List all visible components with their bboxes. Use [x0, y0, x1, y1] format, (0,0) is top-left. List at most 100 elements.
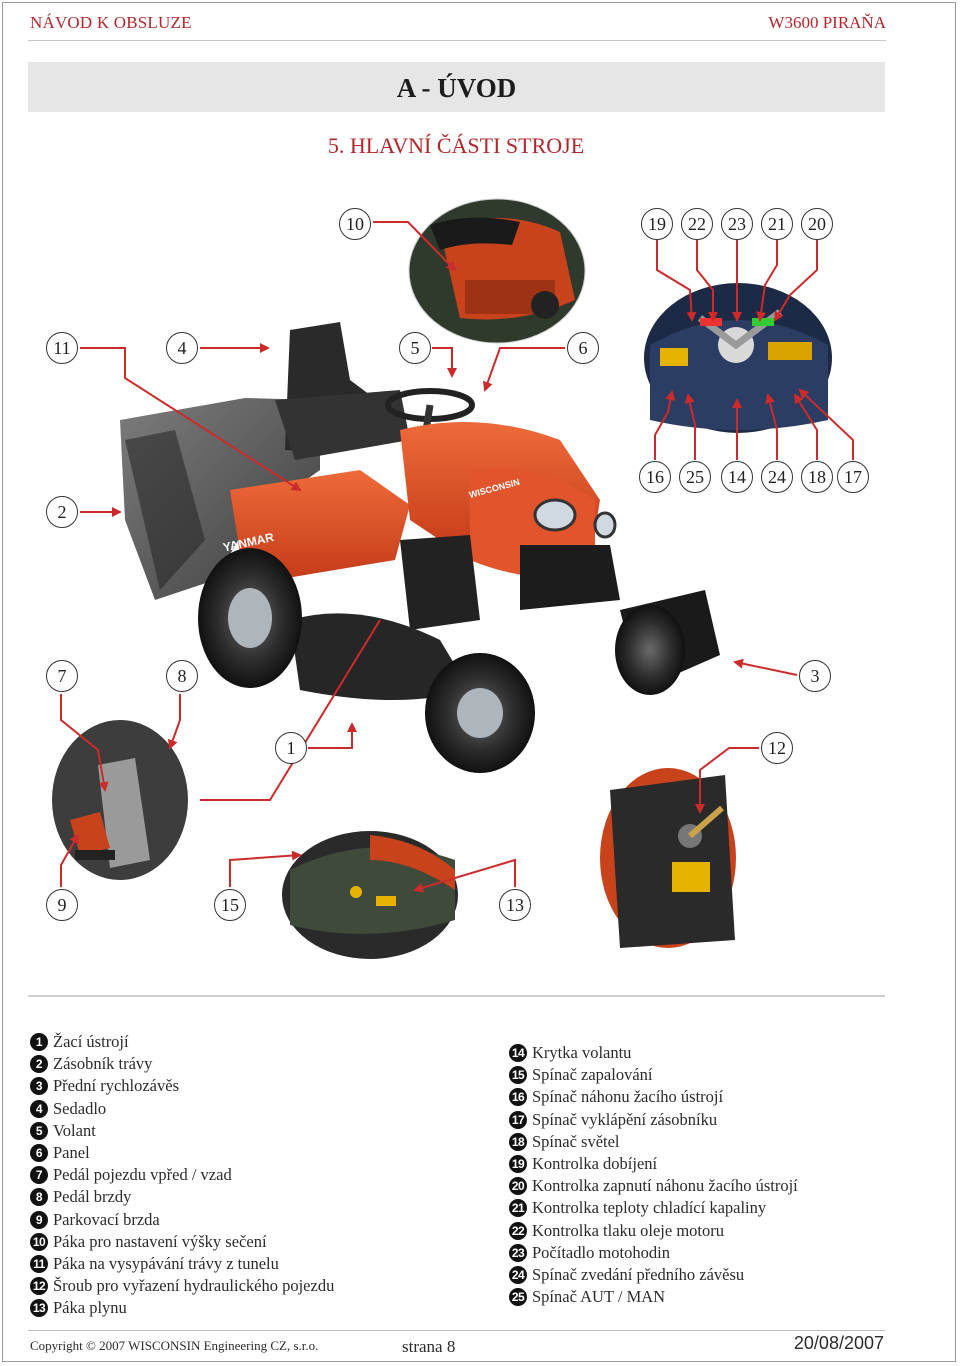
inset-pedals-photo [52, 720, 188, 880]
legend-item: 20 Kontrolka zapnutí náhonu žacího ústroj… [509, 1175, 798, 1197]
legend-label: Pedál pojezdu vpřed / vzad [53, 1165, 232, 1185]
legend-number-badge: 6 [30, 1144, 48, 1163]
page-number: strana 8 [402, 1337, 456, 1356]
legend-label: Kontrolka tlaku oleje motoru [532, 1220, 724, 1240]
legend-number-badge: 22 [509, 1221, 527, 1240]
callout-17: 17 [837, 461, 869, 493]
legend-label: Kontrolka teploty chladící kapaliny [532, 1198, 767, 1218]
legend-number-badge: 3 [30, 1077, 48, 1096]
svg-text:9: 9 [58, 895, 67, 915]
legend-number-badge: 12 [30, 1277, 48, 1296]
legend-label: Spínač vyklápění zásobníku [532, 1109, 718, 1129]
inset-height-lever-photo [408, 198, 586, 344]
callout-7: 7 [46, 660, 78, 692]
section-title: 5. HLAVNÍ ČÁSTI STROJE [327, 133, 585, 158]
legend-item: 22 Kontrolka tlaku oleje motoru [509, 1220, 798, 1242]
svg-text:17: 17 [844, 467, 862, 487]
svg-text:18: 18 [808, 467, 826, 487]
callout-22: 22 [681, 208, 713, 240]
callout-leaders [60, 221, 854, 893]
legend-number-badge: 13 [30, 1299, 48, 1318]
callout-2: 2 [46, 496, 78, 528]
inset-hydraulic-screw-photo [600, 768, 736, 948]
legend-item: 15 Spínač zapalování [509, 1064, 798, 1086]
svg-text:22: 22 [688, 214, 706, 234]
inset-ignition-photo [282, 831, 458, 959]
callout-15: 15 [214, 889, 246, 921]
legend-number-badge: 24 [509, 1265, 527, 1284]
legend-number-badge: 15 [509, 1066, 527, 1085]
legend-label: Volant [53, 1120, 96, 1140]
callout-4: 4 [166, 332, 198, 364]
legend-label: Přední rychlozávěs [53, 1076, 179, 1096]
callout-8: 8 [166, 660, 198, 692]
svg-text:13: 13 [506, 895, 524, 915]
callout-9: 9 [46, 889, 78, 921]
legend-label: Kontrolka zapnutí náhonu žacího ústrojí [532, 1176, 798, 1196]
svg-text:3: 3 [811, 666, 820, 686]
legend-label: Spínač náhonu žacího ústrojí [532, 1087, 724, 1107]
legend-label: Spínač zapalování [532, 1065, 653, 1085]
callout-1: 1 [275, 732, 307, 764]
legend-label: Páka pro nastavení výšky sečení [53, 1231, 267, 1251]
svg-text:19: 19 [648, 214, 666, 234]
svg-text:2: 2 [58, 502, 67, 522]
callout-12: 12 [761, 732, 793, 764]
legend-number-badge: 23 [509, 1243, 527, 1262]
svg-text:14: 14 [728, 467, 746, 487]
legend-number-badge: 8 [30, 1188, 48, 1207]
svg-text:23: 23 [728, 214, 746, 234]
legend-label: Pedál brzdy [53, 1187, 132, 1207]
callout-18: 18 [801, 461, 833, 493]
legend-label: Spínač zvedání předního závěsu [532, 1264, 745, 1284]
legend-label: Počítadlo motohodin [532, 1242, 670, 1262]
manual-title: NÁVOD K OBSLUZE [30, 13, 192, 32]
svg-text:6: 6 [579, 338, 588, 358]
legend-number-badge: 5 [30, 1121, 48, 1140]
model-name: W3600 PIRAŇA [768, 13, 886, 32]
legend-number-badge: 9 [30, 1210, 48, 1229]
callout-11: 11 [46, 332, 78, 364]
svg-text:5: 5 [411, 338, 420, 358]
callout-19: 19 [641, 208, 673, 240]
callout-14: 14 [721, 461, 753, 493]
svg-text:24: 24 [768, 467, 786, 487]
svg-text:21: 21 [768, 214, 786, 234]
chapter-title: A - ÚVOD [396, 73, 517, 103]
legend-item: 7 Pedál pojezdu vpřed / vzad [30, 1164, 334, 1186]
legend-label: Páka na vysypávání trávy z tunelu [53, 1253, 279, 1273]
svg-text:25: 25 [686, 467, 704, 487]
legend-item: 5 Volant [30, 1120, 334, 1142]
callout-markers: 10 19 22 23 21 20 11 4 5 6 16 25 14 24 1… [46, 208, 869, 921]
legend-number-badge: 2 [30, 1055, 48, 1074]
svg-text:15: 15 [221, 895, 239, 915]
legend-number-badge: 20 [509, 1177, 527, 1196]
copyright-notice: Copyright © 2007 WISCONSIN Engineering C… [30, 1338, 319, 1353]
legend-number-badge: 19 [509, 1155, 527, 1174]
document-date: 20/08/2007 [793, 1333, 884, 1353]
svg-text:11: 11 [53, 338, 70, 358]
footer-divider [28, 1330, 885, 1331]
legend-label: Krytka volantu [532, 1043, 632, 1062]
legend-label: Šroub pro vyřazení hydraulického pojezdu [53, 1276, 335, 1296]
svg-text:20: 20 [808, 214, 826, 234]
header-divider [28, 40, 886, 41]
legend-label: Sedadlo [53, 1098, 107, 1118]
svg-text:16: 16 [646, 467, 664, 487]
legend-item: 3 Přední rychlozávěs [30, 1075, 334, 1097]
callout-10: 10 [339, 208, 371, 240]
legend-number-badge: 7 [30, 1166, 48, 1185]
legend-number-badge: 21 [509, 1199, 527, 1218]
